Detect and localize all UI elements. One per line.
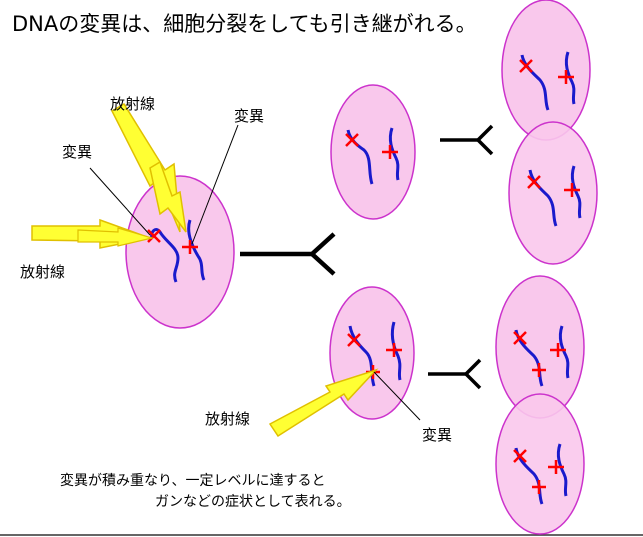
granddaughter-cell-3: [495, 275, 585, 419]
mutation-mark: [548, 460, 564, 474]
mutation-mark: [345, 133, 359, 147]
mutation-mark: [513, 449, 527, 463]
dna-strand: [528, 169, 558, 227]
dna-strand: [150, 228, 180, 283]
mutation-mark: [182, 240, 198, 254]
page-title: DNAの変異は、細胞分裂をしても引き継がれる。: [12, 12, 477, 36]
dna-strand: [570, 165, 582, 219]
granddaughter-cell-1: [501, 0, 591, 141]
note-line-1: 変異が積み重なり、一定レベルに達すると: [60, 473, 326, 489]
original-cell: [125, 175, 235, 329]
granddaughter-cell-4: [495, 393, 585, 535]
mutation-mark: [382, 145, 398, 159]
radiation-ray: [268, 368, 379, 438]
mutation-mark: [532, 480, 546, 494]
dna-strand: [556, 443, 568, 497]
cell-body: [501, 0, 591, 141]
mutation-label: 変異: [62, 143, 93, 161]
dna-strand: [558, 325, 570, 379]
note-line-2: ガンなどの症状として表れる。: [155, 494, 351, 510]
radiation-ray: [77, 227, 155, 247]
dna-strand: [390, 321, 402, 381]
radiation-label: 放射線: [20, 263, 66, 281]
cell-body: [508, 121, 598, 265]
division-arrow: [240, 232, 336, 276]
radiation-label: 放射線: [205, 410, 251, 428]
cell-body: [329, 286, 415, 420]
daughter-cell-upper: [330, 84, 416, 220]
dna-strand: [564, 51, 576, 105]
mutation-mark: [147, 229, 161, 243]
label-pointer: [89, 167, 151, 236]
mutation-mark: [513, 331, 527, 345]
mutation-mark: [347, 333, 361, 347]
cell-body: [495, 393, 585, 535]
mutation-mark: [527, 175, 541, 189]
mutation-mark: [550, 343, 566, 357]
cell-body: [330, 84, 416, 220]
granddaughter-cell-2: [508, 121, 598, 265]
mutation-mark: [532, 363, 546, 377]
division-arrow: [440, 124, 494, 156]
cell-body: [125, 175, 235, 329]
radiation-label: 放射線: [110, 95, 156, 113]
label-pointer: [373, 371, 421, 421]
division-arrow: [428, 358, 482, 390]
mutation-mark: [564, 183, 580, 197]
mutation-label: 変異: [234, 107, 265, 125]
radiation-ray: [149, 160, 187, 233]
dna-strand: [187, 219, 206, 281]
mutation-mark: [386, 343, 402, 357]
mutation-mark: [519, 59, 533, 73]
daughter-cell-lower: [329, 286, 415, 420]
label-pointer: [191, 124, 239, 245]
mutation-label: 変異: [422, 426, 453, 444]
mutation-mark: [558, 70, 574, 84]
dna-strand: [388, 127, 400, 181]
